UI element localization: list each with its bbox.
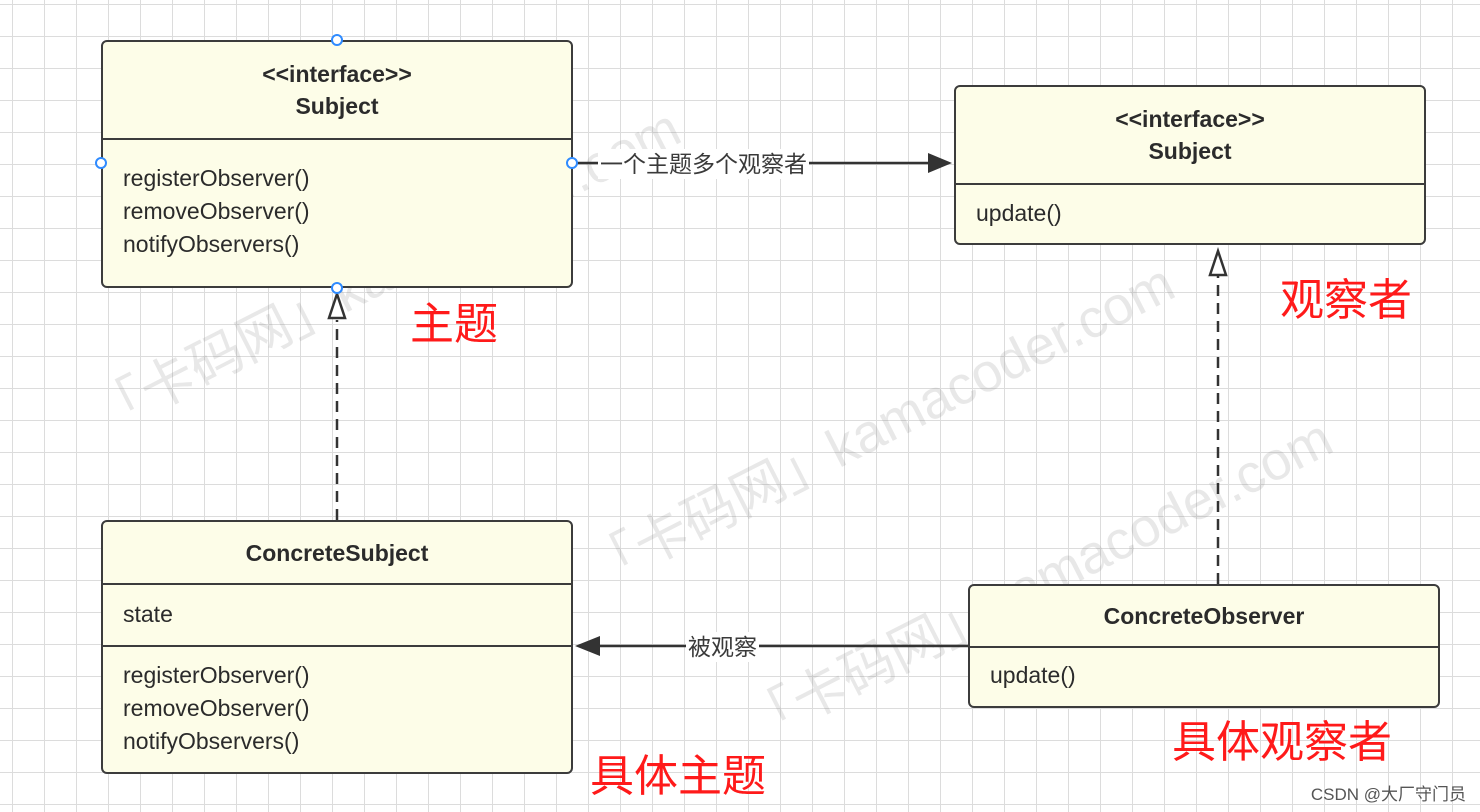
subject-interface-header: <<interface>> Subject <box>103 42 571 138</box>
method-register-observer: registerObserver() <box>123 165 310 191</box>
association-arrowhead <box>928 153 952 173</box>
concrete-observer-header: ConcreteObserver <box>970 586 1438 646</box>
role-label-concrete-subject: 具体主题 <box>590 752 766 801</box>
observer-interface-name: Subject <box>1148 138 1232 164</box>
concrete-subject-header: ConcreteSubject <box>103 522 571 583</box>
subject-interface-methods: registerObserver() removeObserver() noti… <box>103 138 571 261</box>
role-label-subject: 主题 <box>410 300 498 349</box>
attribute-state: state <box>123 601 173 627</box>
subject-interface-name: Subject <box>295 93 379 119</box>
method-notify-observers: notifyObservers() <box>123 728 300 754</box>
observer-interface-class[interactable]: <<interface>> Subject update() <box>954 85 1426 245</box>
resize-handle-bottom[interactable] <box>331 282 343 294</box>
observation-label: 被观察 <box>686 632 759 662</box>
role-label-observer: 观察者 <box>1280 276 1412 325</box>
method-update: update() <box>976 200 1062 226</box>
method-remove-observer: removeObserver() <box>123 198 310 224</box>
resize-handle-right[interactable] <box>566 157 578 169</box>
resize-handle-top[interactable] <box>331 34 343 46</box>
concrete-subject-class[interactable]: ConcreteSubject state registerObserver()… <box>101 520 573 774</box>
concrete-observer-class[interactable]: ConcreteObserver update() <box>968 584 1440 708</box>
method-update: update() <box>990 662 1076 688</box>
method-remove-observer: removeObserver() <box>123 695 310 721</box>
concrete-subject-attributes: state <box>103 583 571 645</box>
observer-interface-header: <<interface>> Subject <box>956 87 1424 183</box>
concrete-subject-name: ConcreteSubject <box>245 539 429 566</box>
method-notify-observers: notifyObservers() <box>123 231 300 257</box>
observer-interface-stereotype: <<interface>> <box>1115 106 1265 132</box>
observation-arrowhead <box>575 636 600 656</box>
realization-arrowhead-observer <box>1208 247 1228 277</box>
resize-handle-left[interactable] <box>95 157 107 169</box>
source-credit: CSDN @大厂守门员 <box>1310 785 1466 804</box>
method-register-observer: registerObserver() <box>123 662 310 688</box>
concrete-observer-methods: update() <box>970 646 1438 692</box>
concrete-subject-methods: registerObserver() removeObserver() noti… <box>103 645 571 758</box>
subject-interface-class[interactable]: <<interface>> Subject registerObserver()… <box>101 40 573 288</box>
subject-interface-stereotype: <<interface>> <box>262 61 412 87</box>
concrete-observer-name: ConcreteObserver <box>1103 603 1305 629</box>
observer-interface-methods: update() <box>956 183 1424 230</box>
role-label-concrete-observer: 具体观察者 <box>1172 718 1392 767</box>
association-label: 一个主题多个观察者 <box>598 149 809 179</box>
realization-arrowhead-subject <box>327 290 347 320</box>
